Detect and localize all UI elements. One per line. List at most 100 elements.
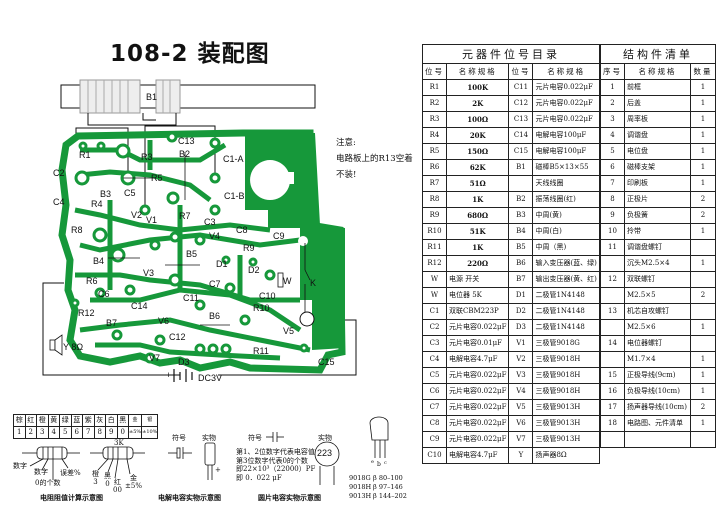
label-dc3v: DC3V [198, 373, 223, 383]
table-cell: 元片电容0.022μF [445, 383, 510, 400]
table-cell: D3 [508, 319, 534, 336]
table-cell: 电路图、元件清单 [624, 415, 691, 432]
color-code-value: 5 [59, 426, 72, 439]
ceramic-symbol-label: 符号 [248, 434, 262, 442]
label-r7: R7 [179, 211, 191, 221]
table-cell: R7 [422, 175, 447, 192]
table-cell: 1 [690, 415, 716, 432]
table-cell: 前框 [624, 79, 691, 96]
col-header: 位号 [422, 63, 447, 80]
table-cell: 4 [600, 127, 625, 144]
label-k: K [310, 278, 317, 288]
table-cell: 51K [445, 223, 510, 240]
band-color: 橙 [92, 470, 99, 478]
resistor-caption: 电阻阻值计算示意图 [40, 493, 103, 502]
table-cell: 电位器螺钉 [624, 335, 691, 352]
legend-3k: 3K [114, 439, 124, 447]
table-cell: R10 [422, 223, 447, 240]
table-cell: 中周(黄) [532, 207, 600, 224]
label-v5: V5 [283, 326, 295, 336]
ceramic-caption: 圆片电容实物示意图 [258, 493, 321, 502]
label-b6: B6 [209, 311, 221, 321]
table-cell: D2 [508, 303, 534, 320]
structure-table-title: 结构件清单 [600, 44, 716, 64]
table-cell: 三极管9013H [532, 415, 600, 432]
transistor-beta: β 80–100 [373, 474, 403, 482]
table-cell: B4 [508, 223, 534, 240]
table-cell: 1 [690, 383, 716, 400]
ceramic-text-line: 即22×10³（22000）PF [236, 465, 316, 473]
assembly-note: 注意: 电路板上的R13空着 不装! [336, 135, 413, 183]
table-cell: V7 [508, 431, 534, 448]
table-cell: 2 [690, 191, 716, 208]
label-v4: V4 [209, 231, 221, 241]
table-cell [690, 335, 716, 352]
label-c14: C14 [131, 301, 148, 311]
color-code-color: 银 [141, 414, 159, 427]
table-cell: C13 [508, 111, 534, 128]
label-speaker: Y 8Ω [63, 342, 84, 352]
transistor-drawing [369, 416, 389, 458]
table-cell: C2 [422, 319, 447, 336]
table-cell: 沉头M2.5×4 [624, 255, 691, 272]
color-code-value: 8 [93, 426, 106, 439]
electrolytic-symbol-label: 符号 [172, 434, 186, 442]
table-cell: 二极管1N4148 [532, 303, 600, 320]
table-cell: 15 [600, 367, 625, 384]
table-cell: 11 [600, 239, 625, 256]
color-code-color: 紫 [82, 414, 95, 427]
band-color: 黑 [104, 472, 111, 480]
table-cell: 100Ω [445, 111, 510, 128]
table-cell: R11 [422, 239, 447, 256]
label-v2: V2 [131, 210, 143, 220]
table-cell: 调谐盘螺钉 [624, 239, 691, 256]
table-cell: 中周(白) [532, 223, 600, 240]
col-header: 序号 [600, 63, 625, 80]
table-cell: 680Ω [445, 207, 510, 224]
table-cell: 220Ω [445, 255, 510, 272]
label-v7: V7 [149, 353, 161, 363]
table-cell: 12 [600, 271, 625, 288]
label-r9: R9 [243, 243, 255, 253]
table-cell: 1 [690, 319, 716, 336]
table-cell: 元片电容0.022μF [532, 95, 600, 112]
color-code-color: 黄 [47, 414, 60, 427]
color-code-value: 2 [24, 426, 37, 439]
resistor-drawing [22, 446, 145, 480]
table-cell: C12 [508, 95, 534, 112]
table-cell: B3 [508, 207, 534, 224]
table-cell [600, 287, 625, 304]
table-cell: 扬声器8Ω [532, 447, 600, 464]
table-cell [690, 303, 716, 320]
table-cell [600, 431, 625, 448]
table-cell [600, 319, 625, 336]
label-c13: C13 [178, 136, 195, 146]
band-gold: 金±5% [125, 474, 142, 490]
label-r12: R12 [78, 308, 95, 318]
label-r6: R6 [86, 276, 98, 286]
page-title: 108-2 装配图 [110, 41, 270, 67]
table-cell: V6 [508, 415, 534, 432]
ceramic-marking: 223 [317, 448, 333, 458]
col-header: 数量 [690, 63, 716, 80]
label-c3: C3 [204, 217, 216, 227]
label-c15: C15 [318, 357, 335, 367]
table-cell: 磁棒支架 [624, 159, 691, 176]
table-cell: R2 [422, 95, 447, 112]
table-cell: C6 [422, 383, 447, 400]
table-cell: 正极导线(9cm) [624, 367, 691, 384]
table-cell: 三极管9018H [532, 383, 600, 400]
table-cell: 9 [600, 207, 625, 224]
color-code-value: 6 [70, 426, 83, 439]
color-code-color: 橙 [36, 414, 49, 427]
label-c5: C5 [124, 188, 136, 198]
table-cell [600, 255, 625, 272]
